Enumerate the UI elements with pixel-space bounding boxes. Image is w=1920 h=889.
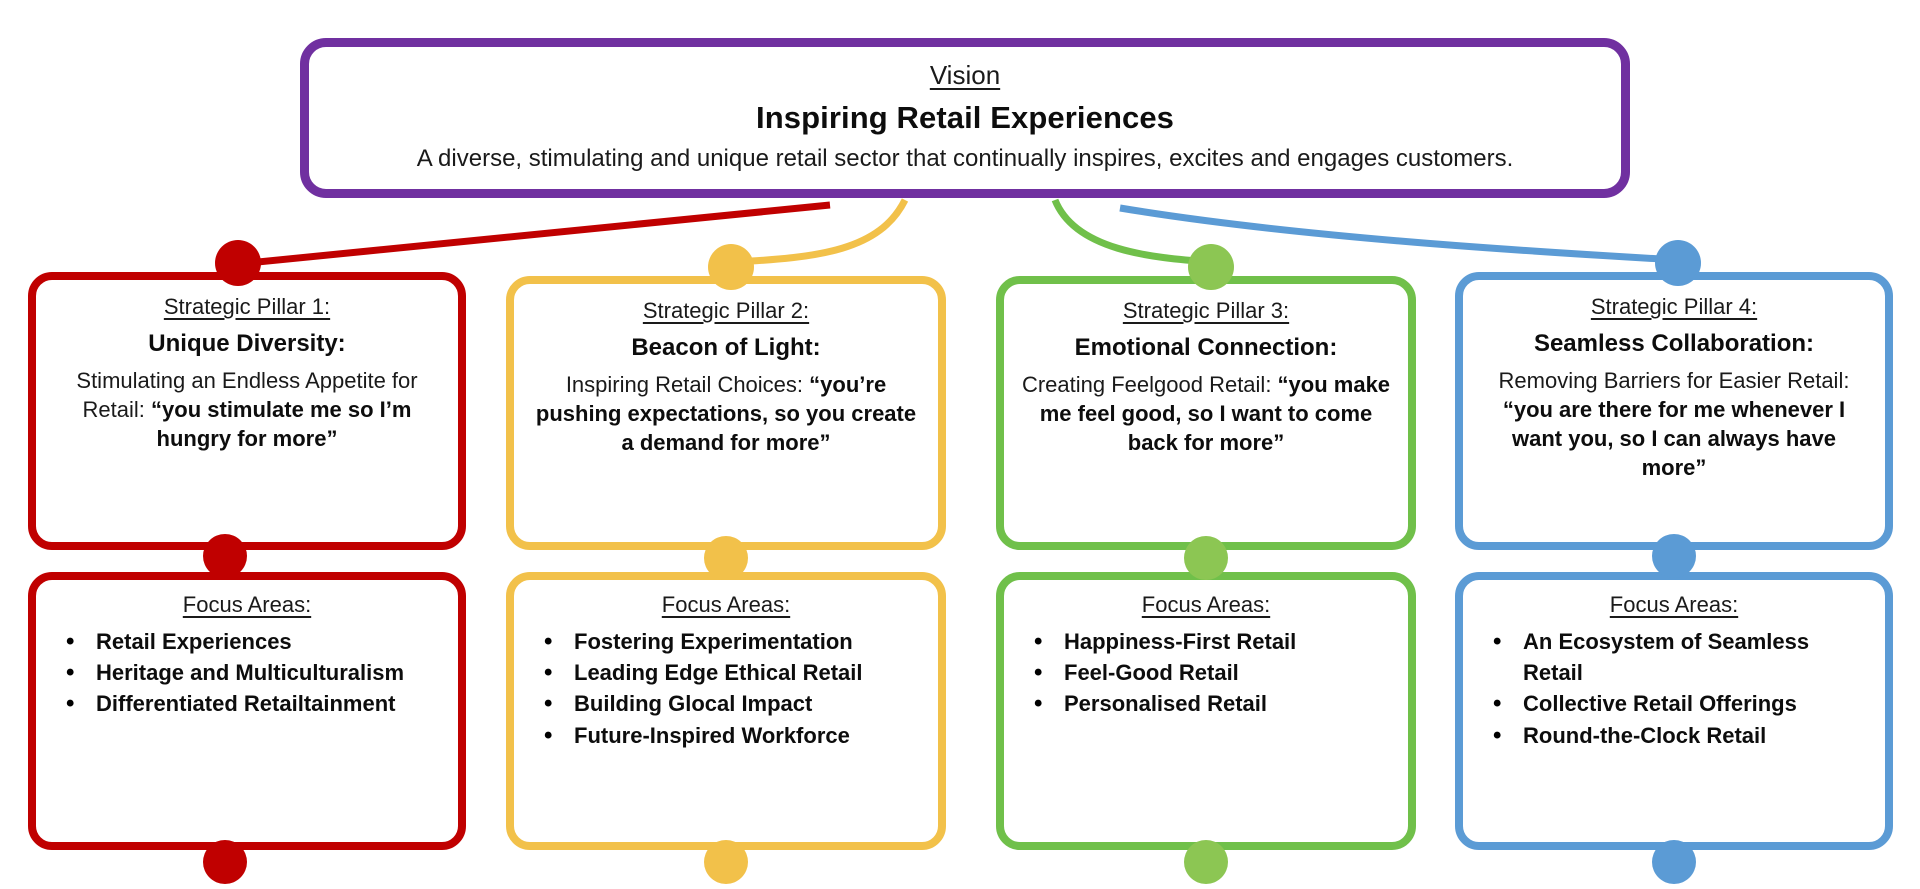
list-item: Leading Edge Ethical Retail [544,656,924,690]
pillar-4-label: Strategic Pillar 4: [1590,294,1758,319]
focus-card-4[interactable]: Focus Areas: An Ecosystem of Seamless Re… [1455,572,1893,850]
connector-dot-pillar-4-bottom [1652,534,1696,578]
list-item: Round-the-Clock Retail [1493,719,1871,753]
list-item: Fostering Experimentation [544,625,924,659]
pillar-2-name: Beacon of Light: [631,334,821,361]
connector-dot-focus-3-bottom [1184,840,1228,884]
pillar-1-desc-plain: Stimulating an Endless Appetite for Reta… [76,368,418,423]
pillar-4-name: Seamless Collaboration: [1533,330,1815,357]
pillar-3-name: Emotional Connection: [1074,334,1338,361]
pillar-3-desc-plain: Creating Feelgood Retail: [1021,372,1278,397]
focus-card-1[interactable]: Focus Areas: Retail Experiences Heritage… [28,572,466,850]
list-item: Feel-Good Retail [1034,656,1394,690]
vision-subtitle: A diverse, stimulating and unique retail… [416,144,1514,172]
pillar-3-description: Creating Feelgood Retail: “you make me f… [1020,370,1392,457]
pillar-card-4[interactable]: Strategic Pillar 4: Seamless Collaborati… [1455,272,1893,550]
list-item: Future-Inspired Workforce [544,719,924,753]
list-item: Building Glocal Impact [544,687,924,721]
list-item: Collective Retail Offerings [1493,687,1871,721]
pillar-1-name: Unique Diversity: [148,330,346,357]
pillar-4-desc-plain: Removing Barriers for Easier Retail: [1498,368,1850,393]
connector-line-pillar-2 [731,198,909,266]
list-item: Differentiated Retailtainment [66,687,444,721]
list-item: An Ecosystem of Seamless Retail [1493,625,1871,688]
pillar-4-description: Removing Barriers for Easier Retail: “yo… [1479,366,1869,482]
pillar-4-desc-quote: “you are there for me whenever I want yo… [1502,397,1846,481]
focus-2-title: Focus Areas: [661,592,791,617]
vision-label: Vision [929,60,1001,91]
pillar-card-3[interactable]: Strategic Pillar 3: Emotional Connection… [996,276,1416,550]
list-item: Heritage and Multiculturalism [66,656,444,690]
vision-title: Inspiring Retail Experiences [756,99,1174,135]
connector-dot-focus-4-bottom [1652,840,1696,884]
pillar-3-desc-quote: “you make me feel good, so I want to com… [1039,372,1391,456]
connector-dot-pillar-1-bottom [203,534,247,578]
focus-4-title: Focus Areas: [1609,592,1739,617]
focus-card-3[interactable]: Focus Areas: Happiness-First Retail Feel… [996,572,1416,850]
pillar-1-desc-quote: “you stimulate me so I’m hungry for more… [151,397,412,452]
connector-dot-pillar-3-bottom [1184,536,1228,580]
list-item: Happiness-First Retail [1034,625,1394,659]
pillar-1-description: Stimulating an Endless Appetite for Reta… [52,366,442,453]
connector-dot-pillar-2-top [708,244,754,290]
pillar-card-2[interactable]: Strategic Pillar 2: Beacon of Light: Ins… [506,276,946,550]
connector-dot-focus-2-bottom [704,840,748,884]
connector-dot-pillar-2-bottom [704,536,748,580]
pillar-2-desc-plain: Inspiring Retail Choices: [565,372,810,397]
focus-3-list: Happiness-First Retail Feel-Good Retail … [1018,625,1394,722]
focus-1-title: Focus Areas: [182,592,312,617]
focus-3-title: Focus Areas: [1141,592,1271,617]
pillar-2-label: Strategic Pillar 2: [642,298,810,323]
connector-dot-pillar-1-top [215,240,261,286]
list-item: Personalised Retail [1034,687,1394,721]
connector-dot-pillar-3-top [1188,244,1234,290]
connector-dot-focus-1-bottom [203,840,247,884]
focus-1-list: Retail Experiences Heritage and Multicul… [50,625,444,722]
connector-line-pillar-3 [1051,198,1213,266]
focus-4-list: An Ecosystem of Seamless Retail Collecti… [1477,625,1871,753]
list-item: Retail Experiences [66,625,444,659]
pillar-1-label: Strategic Pillar 1: [163,294,331,319]
pillar-card-1[interactable]: Strategic Pillar 1: Unique Diversity: St… [28,272,466,550]
pillar-2-description: Inspiring Retail Choices: “you’re pushin… [530,370,922,457]
connector-dot-pillar-4-top [1655,240,1701,286]
focus-2-list: Fostering Experimentation Leading Edge E… [528,625,924,753]
focus-card-2[interactable]: Focus Areas: Fostering Experimentation L… [506,572,946,850]
pillar-3-label: Strategic Pillar 3: [1122,298,1290,323]
vision-box: Vision Inspiring Retail Experiences A di… [300,38,1630,198]
pillar-2-desc-quote: “you’re pushing expectations, so you cre… [535,372,917,456]
